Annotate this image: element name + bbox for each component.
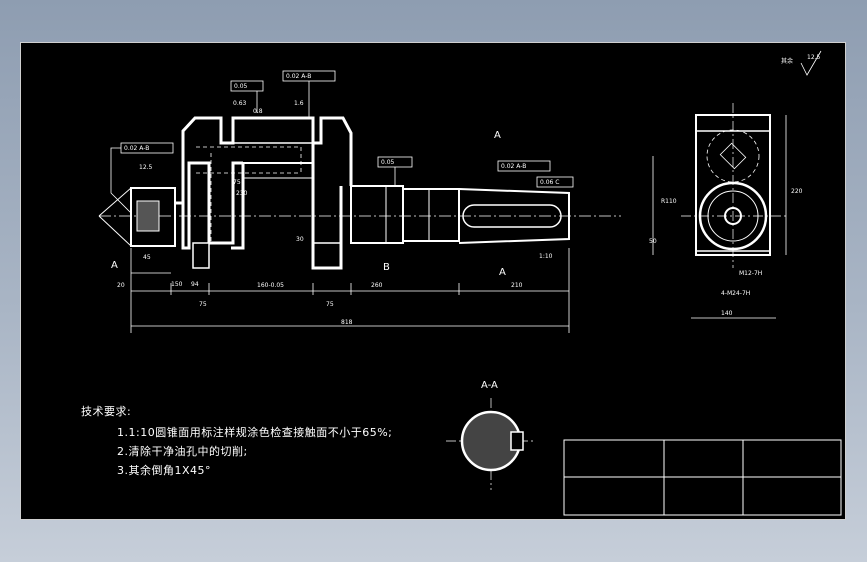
tolerance-frames (110, 70, 574, 214)
roughness-symbol (800, 50, 822, 76)
section-title: A-A (481, 380, 498, 391)
tech-req-title: 技术要求: (81, 405, 132, 418)
tech-req-item-3: 3.其余倒角1X45° (117, 464, 212, 477)
taper-label: 1:10 (539, 253, 553, 260)
dim-total-length: 818 (341, 319, 353, 326)
roughness-note: 其余 (781, 57, 793, 65)
tol-frame-5: 0.02 A-B (501, 163, 526, 170)
side-m12: M12-7H (739, 270, 762, 277)
side-50: 50 (649, 238, 657, 245)
roughness-1-6: 1.6 (294, 100, 304, 107)
dim-seg-mid: 160-0.05 (257, 282, 284, 289)
roughness-0-63: 0.63 (233, 100, 247, 107)
datum-b: B (383, 262, 390, 273)
side-width: 140 (721, 310, 733, 317)
dim-30: 30 (296, 236, 304, 243)
tol-frame-4: 0.05 (381, 159, 395, 166)
dim-seg-75a: 75 (199, 301, 207, 308)
tech-req-item-1: 1.1:10圆锥面用标注样规涂色检查接触面不小于65%; (117, 426, 393, 439)
dim-45: 45 (143, 254, 151, 261)
crank-pin-hidden (196, 146, 302, 243)
dim-230: 230 (236, 190, 248, 197)
side-m24: 4-M24-7H (721, 290, 750, 297)
roughness-note-value: 12.5 (807, 54, 821, 61)
tol-frame-1: 0.02 A-B (124, 145, 149, 152)
side-view (652, 103, 787, 319)
side-radius: R110 (661, 198, 677, 205)
tol-frame-3: 0.02 A-B (286, 73, 311, 80)
side-height: 220 (791, 188, 803, 195)
dim-20: 20 (117, 282, 125, 289)
dim-seg-260: 260 (371, 282, 383, 289)
roughness-0-8: 0.8 (253, 108, 263, 115)
tol-frame-6: 0.06 C (540, 179, 559, 186)
right-shaft (350, 185, 570, 244)
dim-seg-150: 150 (171, 281, 183, 288)
section-marker-bottom: A (499, 267, 506, 278)
section-a-a (446, 398, 536, 490)
section-marker-top: A (494, 130, 501, 141)
drawing-sheet: 94 150 75 160-0.05 75 260 210 818 75 230… (20, 42, 846, 520)
tech-req-item-2: 2.清除干净油孔中的切削; (117, 445, 248, 458)
title-block (563, 439, 842, 516)
crank-body (175, 116, 353, 270)
roughness-12-5: 12.5 (139, 164, 153, 171)
dim-seg-94: 94 (191, 281, 199, 288)
bottom-dimensions (130, 248, 570, 333)
datum-a: A (111, 260, 118, 271)
dim-75-top: 75 (233, 179, 241, 186)
left-shaft-end (98, 187, 176, 247)
dim-seg-210: 210 (511, 282, 523, 289)
dim-seg-75b: 75 (326, 301, 334, 308)
crankshaft-drawing: 94 150 75 160-0.05 75 260 210 818 75 230… (98, 50, 842, 516)
tol-frame-2: 0.05 (234, 83, 248, 90)
